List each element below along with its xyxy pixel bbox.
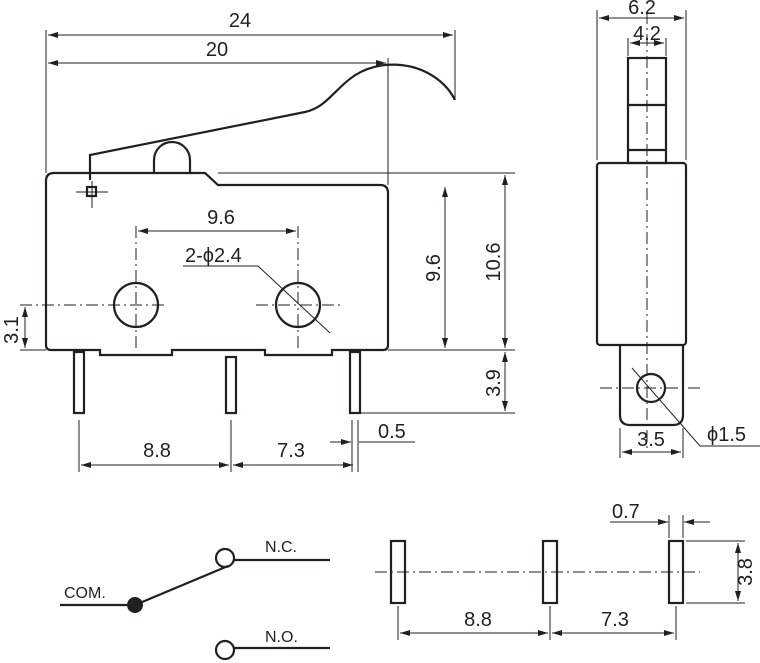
pcb-footprint: 8.8 7.3 0.7 3.8 <box>375 501 757 640</box>
dim-hole-spacing: 9.6 <box>207 207 235 229</box>
front-view: 24 20 9.6 2-ϕ2.4 9.6 10.6 3.9 3.1 8.8 7.… <box>1 10 515 472</box>
dim-4-2: 4.2 <box>633 23 661 45</box>
no-label: N.O. <box>265 629 298 646</box>
dim-8-8: 8.8 <box>143 440 171 462</box>
dim-3-5: 3.5 <box>637 429 665 451</box>
com-label: COM. <box>64 585 106 602</box>
dim-9-6-vertical: 9.6 <box>423 254 445 282</box>
pin-2 <box>224 355 238 415</box>
dim-10-6: 10.6 <box>483 243 505 282</box>
dim-3-9: 3.9 <box>483 369 505 397</box>
roller <box>152 140 192 173</box>
lever <box>88 63 456 180</box>
nc-contact <box>214 547 236 569</box>
dim-hole-diameter: 2-ϕ2.4 <box>185 245 242 267</box>
nc-label: N.C. <box>265 539 297 556</box>
switch-body <box>44 171 390 357</box>
dim-tab-hole: ϕ1.5 <box>707 424 746 446</box>
dim-0-5: 0.5 <box>378 421 406 443</box>
circuit-schematic: N.C. COM. N.O. <box>60 539 330 661</box>
no-contact <box>214 639 236 661</box>
dim-6-2: 6.2 <box>628 0 656 19</box>
pin-1 <box>72 350 86 415</box>
pin-3 <box>348 350 362 415</box>
dim-7-3: 7.3 <box>277 440 305 462</box>
terminal-tab <box>618 345 685 427</box>
dim-3-1: 3.1 <box>1 316 23 344</box>
dim-20: 20 <box>206 39 228 61</box>
fp-dim-0-7: 0.7 <box>612 501 640 523</box>
mounting-hole-right <box>274 281 322 329</box>
dim-24: 24 <box>229 10 251 32</box>
fp-dim-8-8: 8.8 <box>464 609 492 631</box>
fp-dim-7-3: 7.3 <box>601 609 629 631</box>
side-view: 6.2 4.2 3.5 ϕ1.5 <box>595 0 760 458</box>
tab-hole <box>635 372 667 404</box>
fp-dim-3-8: 3.8 <box>735 558 757 586</box>
side-body <box>595 161 688 347</box>
